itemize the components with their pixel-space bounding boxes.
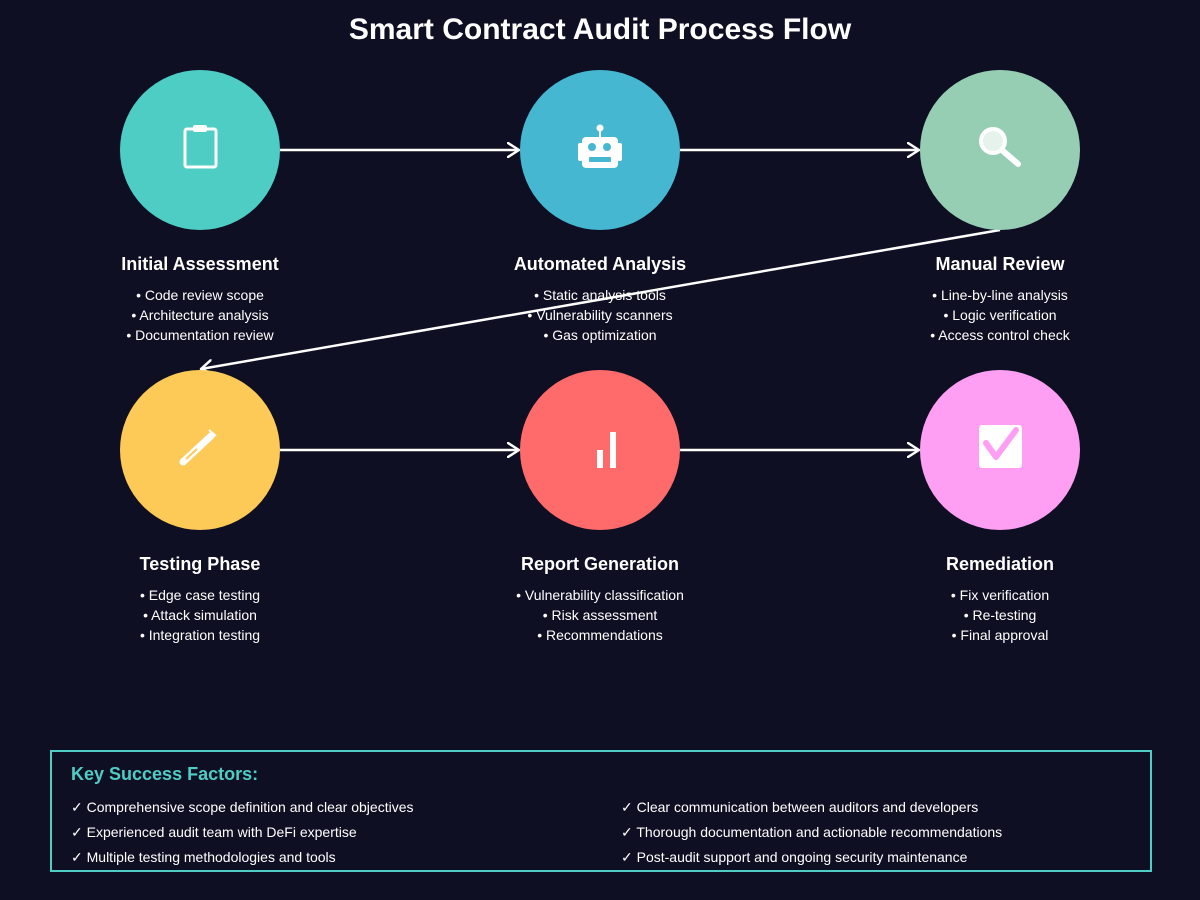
stage-title-testing-phase: Testing Phase	[139, 554, 261, 574]
list-item: • Access control check	[930, 327, 1070, 343]
success-factor-item: ✓ Experienced audit team with DeFi exper…	[71, 824, 357, 840]
clipboard-icon	[183, 125, 218, 169]
list-item: • Recommendations	[537, 627, 663, 643]
list-item: • Vulnerability scanners	[527, 307, 673, 323]
list-item: • Fix verification	[950, 587, 1050, 603]
list-item: • Architecture analysis	[131, 307, 269, 323]
success-factor-item: ✓ Multiple testing methodologies and too…	[71, 849, 336, 865]
stage-bullets-remediation: • Fix verification • Re-testing • Final …	[850, 585, 1150, 645]
success-factor-item: ✓ Comprehensive scope definition and cle…	[71, 799, 414, 815]
list-item: • Gas optimization	[543, 327, 657, 343]
stage-title-remediation: Remediation	[945, 554, 1055, 574]
list-item: • Attack simulation	[143, 607, 257, 623]
stage-bullets-automated-analysis: • Static analysis tools • Vulnerability …	[450, 285, 750, 345]
list-item: • Risk assessment	[542, 607, 658, 623]
bar-chart-icon	[597, 432, 616, 468]
stage-bullets-manual-review: • Line-by-line analysis • Logic verifica…	[850, 285, 1150, 345]
connectors	[201, 150, 1001, 450]
page-title: Smart Contract Audit Process Flow	[348, 13, 852, 46]
success-factor-item: ✓ Thorough documentation and actionable …	[621, 824, 1003, 840]
check-box-icon	[979, 425, 1022, 468]
success-factor-item: ✓ Post-audit support and ongoing securit…	[621, 849, 968, 865]
arrow-manual-to-testing	[201, 228, 1001, 369]
list-item: • Line-by-line analysis	[932, 287, 1068, 303]
stage-circle-initial-assessment	[120, 70, 280, 230]
success-factor-item: ✓ Clear communication between auditors a…	[621, 799, 979, 815]
robot-icon	[578, 124, 622, 168]
list-item: • Final approval	[951, 627, 1049, 643]
stage-title-automated-analysis: Automated Analysis	[513, 254, 687, 274]
stage-bullets-testing-phase: • Edge case testing • Attack simulation …	[50, 585, 350, 645]
test-tube-icon	[179, 429, 217, 466]
stage-title-report-generation: Report Generation	[520, 554, 680, 574]
list-item: • Code review scope	[136, 287, 264, 303]
stage-bullets-initial-assessment: • Code review scope • Architecture analy…	[50, 285, 350, 345]
list-item: • Logic verification	[943, 307, 1057, 323]
stage-title-initial-assessment: Initial Assessment	[121, 254, 279, 274]
list-item: • Vulnerability classification	[516, 587, 684, 603]
list-item: • Documentation review	[126, 327, 274, 343]
stage-bullets-report-generation: • Vulnerability classification • Risk as…	[450, 585, 750, 645]
key-success-factors-title: Key Success Factors:	[71, 764, 259, 784]
list-item: • Re-testing	[963, 607, 1037, 623]
stage-title-manual-review: Manual Review	[935, 254, 1065, 274]
list-item: • Static analysis tools	[534, 287, 666, 303]
magnifier-icon	[979, 127, 1021, 167]
key-success-factors-panel: Key Success Factors: ✓ Comprehensive sco…	[50, 750, 1152, 872]
list-item: • Edge case testing	[139, 587, 261, 603]
list-item: • Integration testing	[139, 627, 261, 643]
